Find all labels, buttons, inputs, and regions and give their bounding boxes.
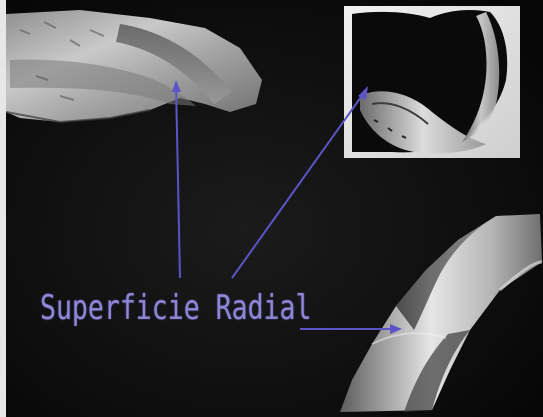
annotation-label: Superficie Radial bbox=[40, 288, 227, 336]
drill-cross-section-image bbox=[344, 6, 520, 158]
